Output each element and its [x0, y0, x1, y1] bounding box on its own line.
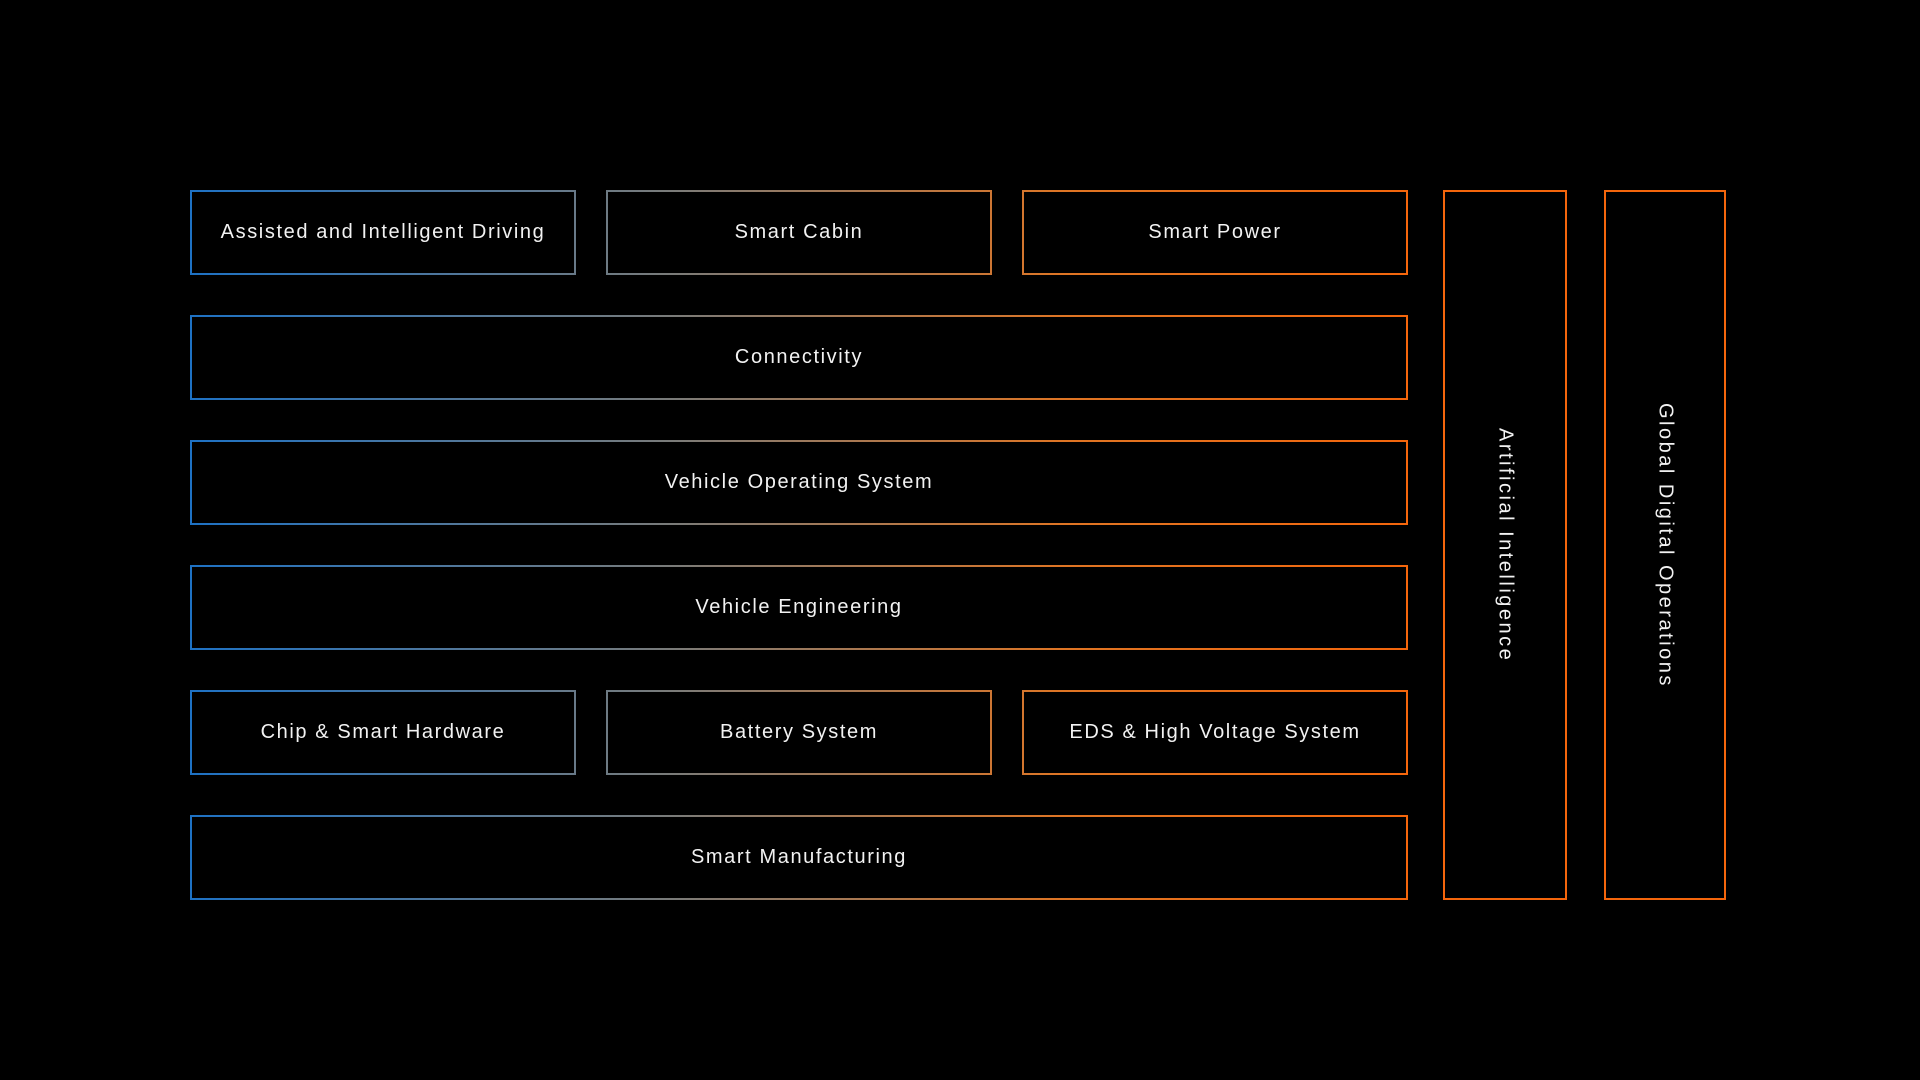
box-chip-and-smart-hardware: Chip & Smart Hardware — [190, 690, 576, 775]
box-label: Chip & Smart Hardware — [260, 721, 506, 743]
row-hardware-systems: Chip & Smart Hardware Battery System EDS… — [190, 690, 1408, 775]
box-global-digital-operations: Global Digital Operations — [1604, 190, 1726, 900]
box-smart-cabin: Smart Cabin — [606, 190, 992, 275]
main-stack: Assisted and Intelligent Driving Smart C… — [190, 190, 1408, 900]
row-connectivity: Connectivity — [190, 315, 1408, 400]
box-label: Vehicle Engineering — [695, 596, 903, 618]
box-label: Assisted and Intelligent Driving — [220, 221, 546, 243]
vertical-box-label: Global Digital Operations — [1654, 402, 1677, 688]
box-connectivity: Connectivity — [190, 315, 1408, 400]
box-assisted-and-intelligent-driving: Assisted and Intelligent Driving — [190, 190, 576, 275]
box-label: EDS & High Voltage System — [1069, 721, 1361, 743]
box-artificial-intelligence: Artificial Intelligence — [1443, 190, 1567, 900]
row-smart-domains: Assisted and Intelligent Driving Smart C… — [190, 190, 1408, 275]
box-smart-power: Smart Power — [1022, 190, 1408, 275]
box-eds-and-high-voltage-system: EDS & High Voltage System — [1022, 690, 1408, 775]
box-label: Smart Manufacturing — [690, 846, 908, 868]
row-vehicle-engineering: Vehicle Engineering — [190, 565, 1408, 650]
box-label: Smart Cabin — [734, 221, 864, 243]
vertical-box-label: Artificial Intelligence — [1494, 427, 1517, 663]
box-label: Smart Power — [1148, 221, 1282, 243]
box-battery-system: Battery System — [606, 690, 992, 775]
row-smart-manufacturing: Smart Manufacturing — [190, 815, 1408, 900]
box-label: Connectivity — [734, 346, 864, 368]
box-vehicle-operating-system: Vehicle Operating System — [190, 440, 1408, 525]
box-label: Vehicle Operating System — [664, 471, 934, 493]
box-label: Battery System — [720, 721, 878, 743]
row-vehicle-operating-system: Vehicle Operating System — [190, 440, 1408, 525]
box-vehicle-engineering: Vehicle Engineering — [190, 565, 1408, 650]
box-smart-manufacturing: Smart Manufacturing — [190, 815, 1408, 900]
